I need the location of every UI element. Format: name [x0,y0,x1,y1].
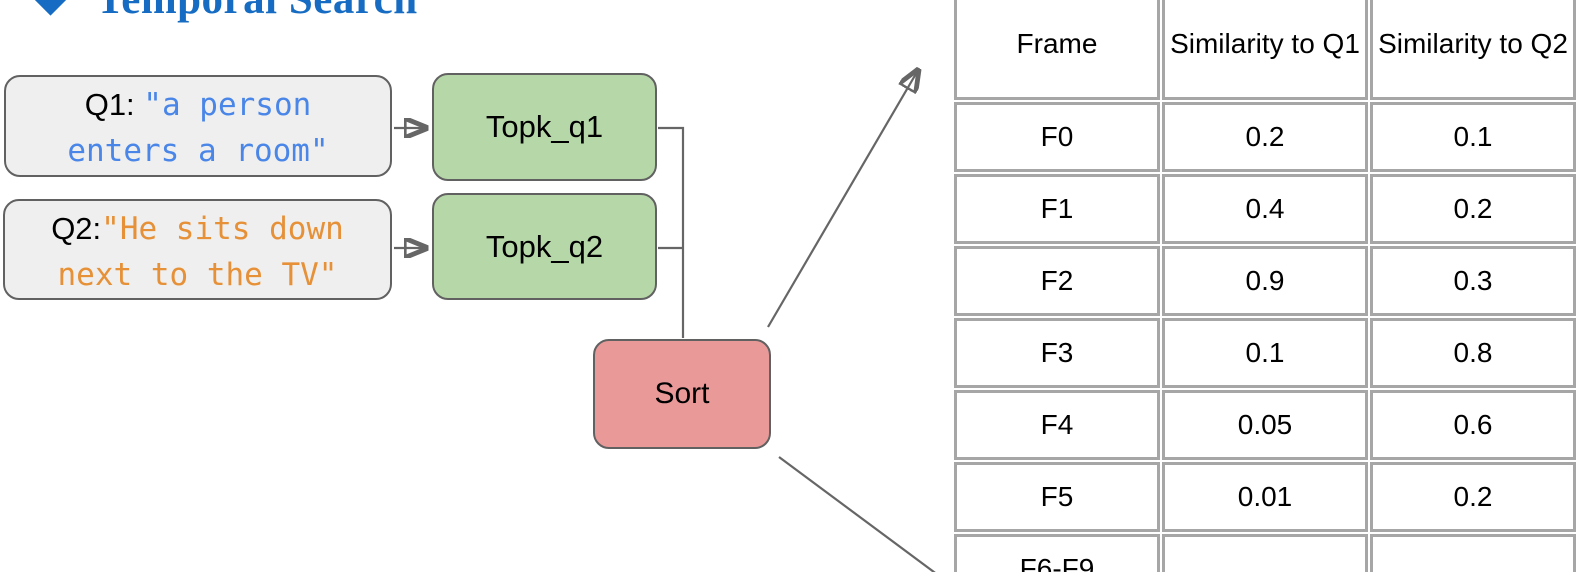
q2-quote-text: "He sits down next to the TV" [57,211,344,293]
frame-cell: F6-F9 [954,534,1160,572]
sort-label: Sort [654,377,710,410]
page-title: Temporal Search [96,0,418,24]
line-sort-down-right [778,456,936,572]
frame-cell: F5 [954,462,1160,532]
table-header-row: Frame Similarity to Q1 Similarity to Q2 [954,0,1576,100]
table-row: F0 0.2 0.1 [954,102,1576,172]
similarity-q2-cell: 0.2 [1370,174,1576,244]
diamond-bullet-icon [31,0,70,16]
similarity-q2-cell: 0.1 [1370,102,1576,172]
similarity-q1-cell: ... [1162,534,1368,572]
similarity-table-body: F0 0.2 0.1 F1 0.4 0.2 F2 0.9 0.3 F3 0.1 … [954,102,1576,572]
similarity-q2-cell: 0.6 [1370,390,1576,460]
frame-cell: F4 [954,390,1160,460]
topk-q1-box: Topk_q1 [432,73,657,181]
topk-q2-label: Topk_q2 [485,228,604,264]
similarity-q1-cell: 0.01 [1162,462,1368,532]
frame-cell: F0 [954,102,1160,172]
table-row: F4 0.05 0.6 [954,390,1576,460]
table-row: F6-F9 ... ... [954,534,1576,572]
connector-topk1-to-sort [658,126,685,338]
frame-cell: F1 [954,174,1160,244]
table-row: F1 0.4 0.2 [954,174,1576,244]
header-similarity-q2: Similarity to Q2 [1370,0,1576,100]
q1-label: Q1: [84,87,135,122]
similarity-q2-cell: 0.8 [1370,318,1576,388]
query-q1-box: Q1: "a person enters a room" [4,75,392,177]
similarity-q1-cell: 0.2 [1162,102,1368,172]
similarity-q2-cell: 0.2 [1370,462,1576,532]
table-row: F2 0.9 0.3 [954,246,1576,316]
table-row: F5 0.01 0.2 [954,462,1576,532]
similarity-table: Frame Similarity to Q1 Similarity to Q2 … [952,0,1578,572]
topk-q1-label: Topk_q1 [485,109,604,144]
q1-quote-text: "a person enters a room" [67,87,329,169]
header-frame: Frame [954,0,1160,100]
similarity-q1-cell: 0.1 [1162,318,1368,388]
similarity-q2-cell: 0.3 [1370,246,1576,316]
similarity-q2-cell: ... [1370,534,1576,572]
similarity-q1-cell: 0.4 [1162,174,1368,244]
arrow-sort-to-table [767,72,917,328]
similarity-q1-cell: 0.05 [1162,390,1368,460]
similarity-q1-cell: 0.9 [1162,246,1368,316]
sort-box: Sort [593,339,771,449]
topk-q2-box: Topk_q2 [432,193,657,300]
frame-cell: F2 [954,246,1160,316]
q2-label: Q2: [51,211,102,246]
table-row: F3 0.1 0.8 [954,318,1576,388]
header-similarity-q1: Similarity to Q1 [1162,0,1368,100]
frame-cell: F3 [954,318,1160,388]
query-q2-box: Q2:"He sits down next to the TV" [3,199,392,300]
